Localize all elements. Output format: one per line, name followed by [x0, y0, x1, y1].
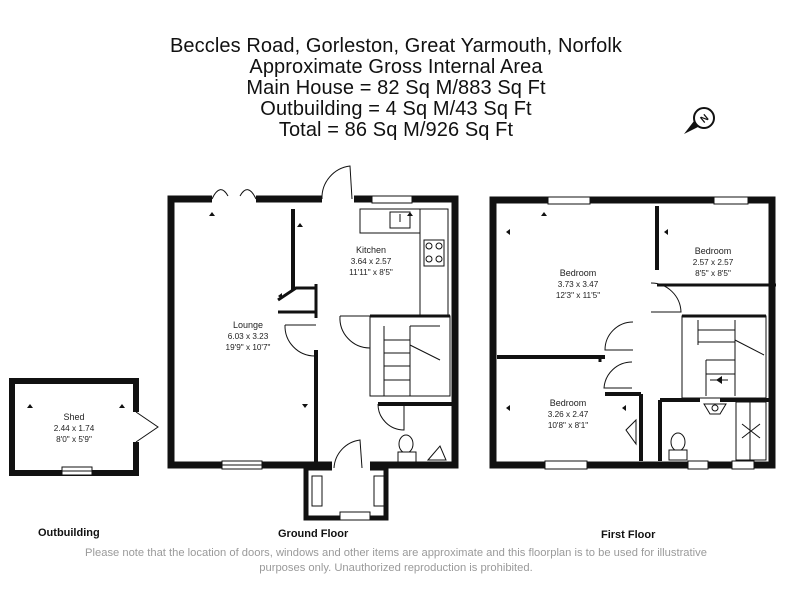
- room-shed: Shed 2.44 x 1.74 8'0" x 5'9": [54, 412, 95, 444]
- lounge-name: Lounge: [233, 320, 263, 330]
- bedroom2-metric: 2.57 x 2.57: [693, 258, 734, 267]
- kitchen-imperial: 11'11" x 8'5": [349, 268, 393, 277]
- area-title: Approximate Gross Internal Area: [249, 56, 543, 78]
- outbuilding-label: Outbuilding: [38, 527, 100, 539]
- room-lounge: Lounge 6.03 x 3.23 19'9" x 10'7": [226, 320, 271, 352]
- lounge-imperial: 19'9" x 10'7": [226, 343, 271, 352]
- bedroom2-imperial: 8'5" x 8'5": [695, 269, 731, 278]
- kitchen-name: Kitchen: [356, 245, 386, 255]
- ground-floor-label: Ground Floor: [278, 528, 349, 540]
- disclaimer-line-1: Please note that the location of doors, …: [85, 547, 707, 559]
- room-bedroom-2: Bedroom 2.57 x 2.57 8'5" x 8'5": [693, 246, 734, 278]
- room-kitchen: Kitchen 3.64 x 2.57 11'11" x 8'5": [349, 245, 393, 277]
- room-bedroom-3: Bedroom 3.26 x 2.47 10'8" x 8'1": [548, 398, 589, 430]
- disclaimer: Please note that the location of doors, …: [20, 546, 772, 576]
- compass-letter: N: [699, 113, 712, 126]
- shed-plan: [9, 378, 159, 476]
- address-line: Beccles Road, Gorleston, Great Yarmouth,…: [169, 35, 623, 57]
- kitchen-metric: 3.64 x 2.57: [351, 257, 392, 266]
- compass-icon: N: [684, 107, 715, 134]
- disclaimer-line-2: purposes only. Unauthorized reproduction…: [259, 562, 533, 574]
- main-house-area: Main House = 82 Sq M/883 Sq Ft: [246, 77, 546, 99]
- bedroom3-metric: 3.26 x 2.47: [548, 410, 589, 419]
- outbuilding-area: Outbuilding = 4 Sq M/43 Sq Ft: [260, 98, 532, 120]
- total-area: Total = 86 Sq M/926 Sq Ft: [278, 119, 514, 141]
- bedroom3-imperial: 10'8" x 8'1": [548, 421, 588, 430]
- bedroom1-name: Bedroom: [560, 268, 597, 278]
- shed-metric: 2.44 x 1.74: [54, 424, 95, 433]
- first-floor-label: First Floor: [601, 529, 656, 541]
- room-bedroom-1: Bedroom 3.73 x 3.47 12'3" x 11'5": [556, 268, 600, 300]
- bedroom1-imperial: 12'3" x 11'5": [556, 291, 600, 300]
- bedroom2-name: Bedroom: [695, 246, 732, 256]
- bedroom1-metric: 3.73 x 3.47: [558, 280, 599, 289]
- first-floor-plan: [489, 196, 776, 470]
- shed-name: Shed: [63, 412, 84, 422]
- bedroom3-name: Bedroom: [550, 398, 587, 408]
- shed-imperial: 8'0" x 5'9": [56, 435, 92, 444]
- lounge-metric: 6.03 x 3.23: [228, 332, 269, 341]
- ground-floor-plan: [167, 165, 459, 521]
- plan-header: Beccles Road, Gorleston, Great Yarmouth,…: [0, 36, 792, 141]
